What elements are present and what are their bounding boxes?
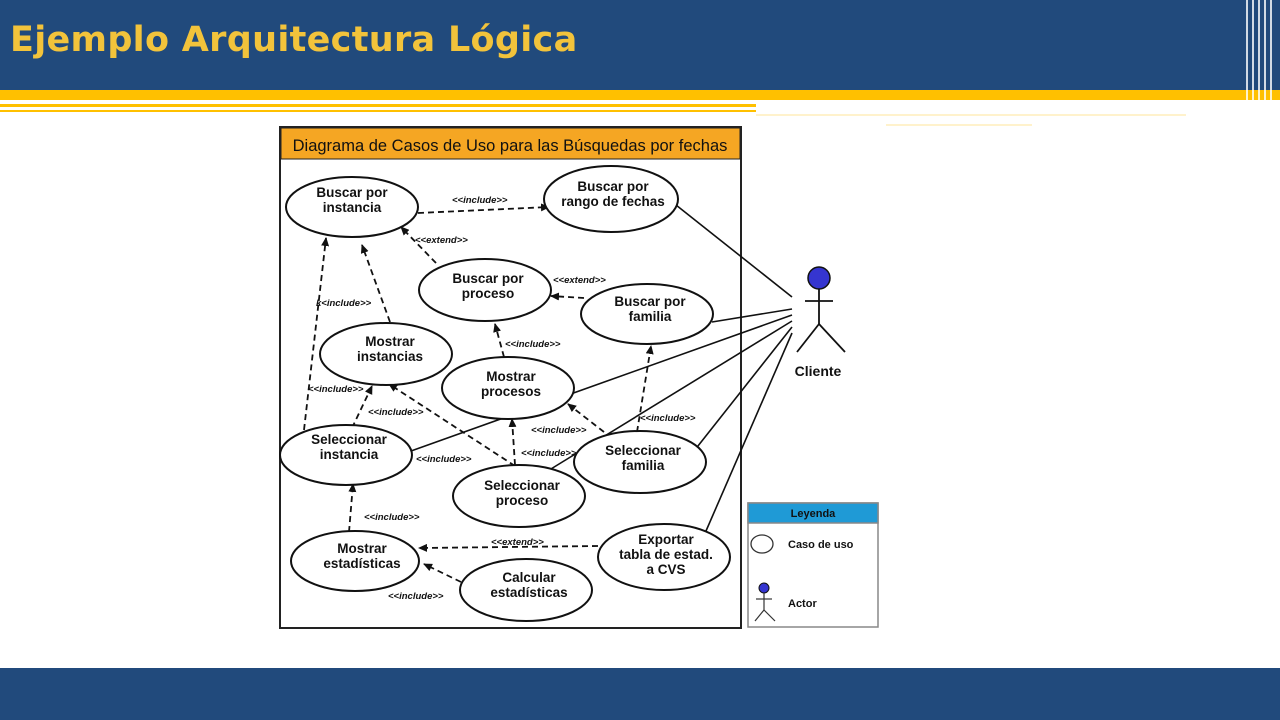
dependency-arrow — [388, 383, 516, 467]
dependency-arrow — [493, 323, 505, 358]
title-bar: Ejemplo Arquitectura Lógica — [0, 0, 1280, 90]
dependency-arrow — [636, 345, 654, 433]
page-title: Ejemplo Arquitectura Lógica — [10, 20, 578, 60]
decor-line — [1252, 0, 1254, 125]
footer-bar — [0, 668, 1280, 720]
legend-use-case-label: Caso de uso — [788, 539, 854, 551]
stereotype-labels: <<include>> <<extend>> <<extend>> k<incl… — [308, 195, 696, 602]
stereotype-label: <<include>> — [640, 413, 696, 424]
stereotype-label: <<extend>> — [491, 537, 544, 548]
association-line — [675, 204, 793, 298]
cream-line-short — [886, 124, 1032, 126]
diagram-title: Diagrama de Casos de Uso para las Búsque… — [293, 137, 728, 155]
dependencies — [303, 203, 654, 583]
dependency-arrow — [508, 418, 517, 466]
actor-icon — [807, 266, 831, 290]
dependency-arrow — [417, 203, 550, 214]
association-line — [711, 308, 793, 323]
legend-header — [747, 502, 879, 524]
stereotype-label: <<include>> — [452, 195, 508, 206]
dependency-arrow — [351, 385, 373, 429]
dependency-arrow — [303, 237, 330, 431]
dependency-arrow — [423, 563, 462, 583]
decor-line — [1264, 0, 1266, 125]
dependency-arrow — [360, 244, 391, 323]
dependency-arrow — [348, 483, 357, 533]
legend-actor-icon — [754, 582, 776, 622]
stereotype-label: <<include>> — [505, 339, 561, 350]
association-line — [693, 326, 793, 452]
stereotype-label: <<extend>> — [415, 235, 468, 246]
stereotype-label: <<include>> — [531, 425, 587, 436]
gold-band — [0, 90, 1280, 100]
gold-line-thin — [0, 110, 756, 112]
dependency-arrow — [550, 292, 585, 301]
stereotype-label: <<include>> — [368, 407, 424, 418]
gold-line — [0, 104, 756, 107]
dependency-arrow — [567, 403, 605, 433]
stereotype-label: <<include>> — [364, 512, 420, 523]
decor-line — [1246, 0, 1248, 125]
dependency-arrow — [400, 226, 437, 264]
legend-title: Leyenda — [791, 508, 837, 520]
cream-line — [756, 114, 1186, 116]
actor-cliente: Cliente — [795, 266, 846, 379]
stereotype-label: <<include>> — [521, 448, 577, 459]
decor-line — [1258, 0, 1260, 125]
decor-line — [1270, 0, 1272, 125]
association-line — [410, 314, 793, 452]
association-line — [705, 332, 793, 532]
diagram-header — [280, 127, 741, 160]
legend-actor-label: Actor — [788, 598, 817, 610]
stereotype-label: <<include>> — [388, 591, 444, 602]
legend-use-case-symbol — [750, 534, 774, 554]
stereotype-label: <<include>> — [416, 454, 472, 465]
legend: Leyenda Caso de uso Actor — [747, 502, 879, 628]
actor-label: Cliente — [795, 363, 842, 379]
stereotype-label: <<include>> — [308, 384, 364, 395]
stereotype-label: <<extend>> — [553, 275, 606, 286]
stereotype-label: k<include>> — [316, 298, 372, 309]
